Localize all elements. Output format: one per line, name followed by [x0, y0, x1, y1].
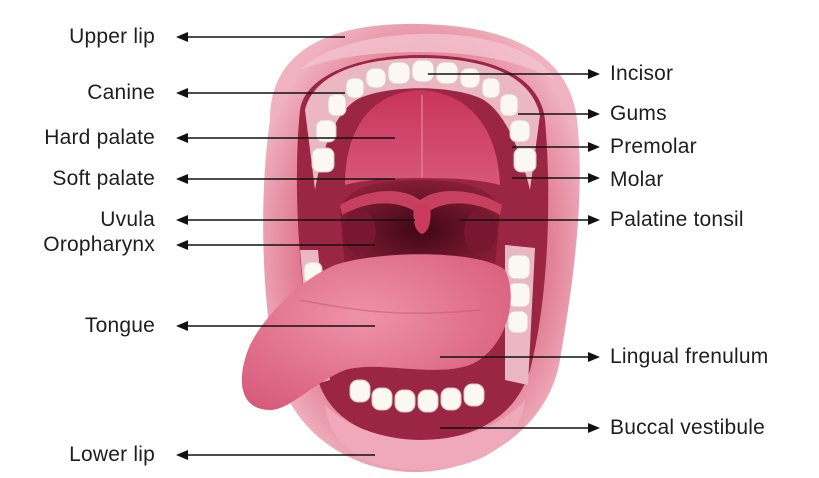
label-oropharynx: Oropharynx: [43, 234, 155, 255]
label-soft-palate: Soft palate: [52, 168, 155, 189]
label-palatine-tonsil: Palatine tonsil: [610, 209, 744, 230]
label-canine: Canine: [87, 82, 155, 103]
label-incisor: Incisor: [610, 63, 673, 84]
label-gums: Gums: [610, 103, 667, 124]
label-premolar: Premolar: [610, 136, 697, 157]
label-lower-lip: Lower lip: [69, 444, 155, 465]
label-uvula: Uvula: [100, 209, 155, 230]
label-hard-palate: Hard palate: [44, 127, 155, 148]
left-tonsil: [344, 210, 376, 254]
right-tonsil: [464, 210, 496, 254]
label-lingual-frenulum: Lingual frenulum: [610, 346, 768, 367]
label-upper-lip: Upper lip: [69, 26, 155, 47]
label-molar: Molar: [610, 169, 664, 190]
label-buccal-vestibule: Buccal vestibule: [610, 417, 765, 438]
label-tongue: Tongue: [85, 315, 155, 336]
